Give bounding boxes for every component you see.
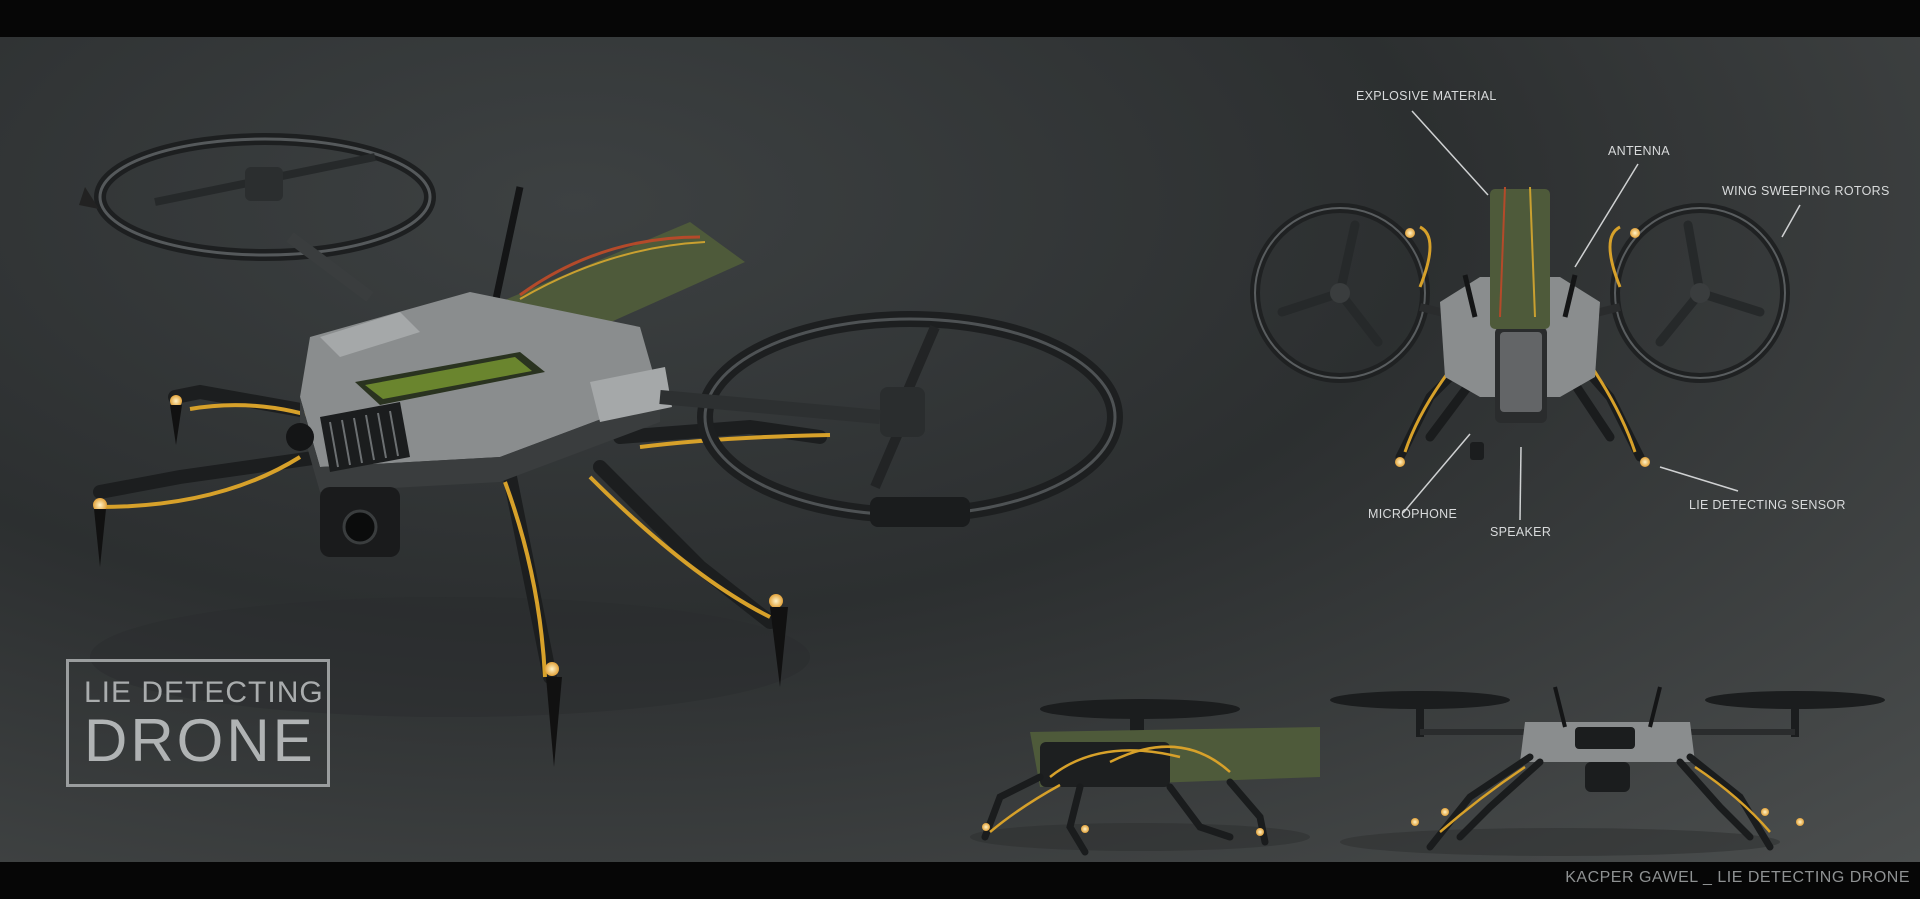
title-line-2: DRONE	[84, 707, 316, 774]
leg-tip-lights	[93, 395, 788, 767]
title-line-1: LIE DETECTING	[84, 676, 324, 709]
title-frame	[66, 659, 330, 787]
rear-rotor	[79, 133, 436, 302]
side-view-drone	[970, 699, 1320, 856]
artwork-canvas: EXPLOSIVE MATERIAL ANTENNA WING SWEEPING…	[0, 37, 1920, 862]
callout-lie-detecting-sensor: LIE DETECTING SENSOR	[1689, 498, 1846, 512]
callout-microphone: MICROPHONE	[1368, 507, 1458, 521]
callout-speaker: SPEAKER	[1490, 525, 1552, 539]
top-frame-bar	[0, 0, 1920, 37]
main-drone-render	[79, 133, 1123, 767]
artist-credit: KACPER GAWEL _ LIE DETECTING DRONE	[1565, 869, 1910, 886]
drone-body	[286, 292, 672, 557]
drone-illustration	[79, 110, 1885, 856]
callout-antenna: ANTENNA	[1608, 144, 1670, 158]
front-view-drone	[1330, 686, 1885, 856]
top-view-drone	[1250, 186, 1790, 467]
callout-lines	[1402, 110, 1801, 521]
bottom-frame-bar	[0, 862, 1920, 899]
front-rotor	[659, 311, 1123, 527]
callout-wing-sweeping-rotors: WING SWEEPING ROTORS	[1722, 184, 1890, 198]
callout-explosive-material: EXPLOSIVE MATERIAL	[1356, 89, 1497, 103]
